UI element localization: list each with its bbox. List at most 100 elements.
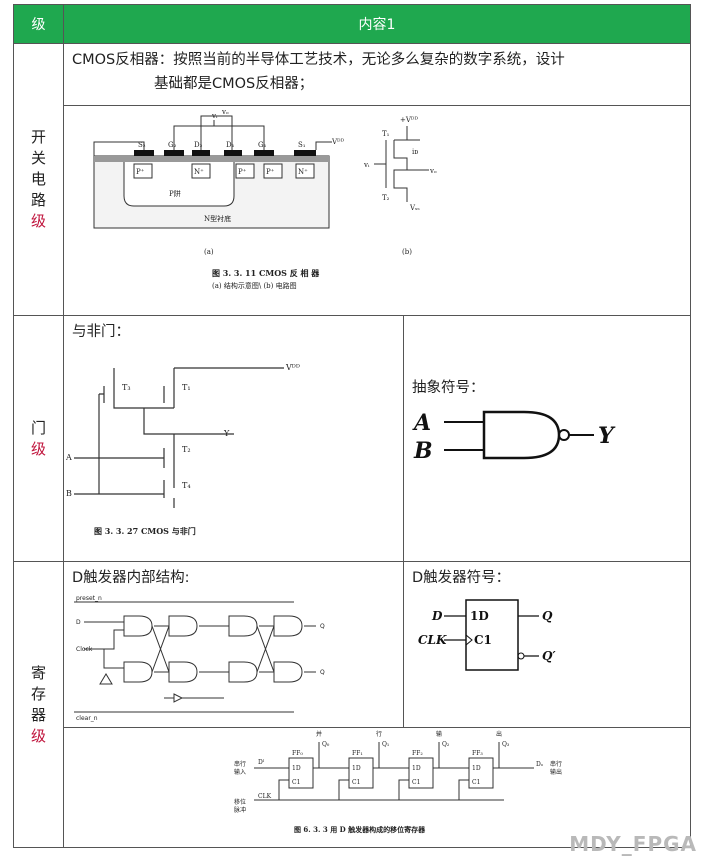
cmos-inverter-figure: P⁺ N⁺ P⁺ P⁺ N⁺ P阱 N型衬底 S₂ G₂ D₂ D₁ G₁ S₁ — [62, 105, 692, 316]
cmos-nand-diagram: Vᴰᴰ T₃ T₁ Y T₂ T₄ A B 图 3. 3. 27 CMOS 与非… — [65, 363, 300, 536]
dff-symbol: D CLK 1D C1 Q Q′ — [418, 599, 556, 671]
svg-text:preset_n: preset_n — [76, 595, 102, 602]
p-plus-region — [263, 163, 283, 179]
svg-text:D₂: D₂ — [194, 141, 203, 149]
svg-text:Q₁: Q₁ — [382, 741, 389, 748]
svg-text:G₁: G₁ — [258, 141, 267, 149]
svg-text:Dᴵ: Dᴵ — [258, 759, 265, 766]
svg-text:N型衬底: N型衬底 — [204, 214, 231, 223]
svg-text:vₒ: vₒ — [221, 108, 229, 116]
gate-row: 门 级 与非门： Vᴰᴰ T₃ T₁ Y T₂ T₄ A B — [13, 315, 692, 562]
svg-text:Q: Q — [542, 609, 553, 623]
svg-text:1D: 1D — [412, 765, 421, 772]
svg-text:A: A — [412, 410, 431, 436]
svg-text:移位: 移位 — [234, 798, 246, 806]
svg-text:输入: 输入 — [234, 768, 246, 776]
svg-text:1D: 1D — [470, 609, 489, 623]
svg-text:Q₃: Q₃ — [502, 741, 510, 748]
p-plus-region — [133, 163, 153, 179]
svg-text:串行: 串行 — [234, 760, 246, 768]
svg-text:1D: 1D — [352, 765, 361, 772]
svg-text:T₄: T₄ — [182, 481, 191, 490]
svg-text:Q₂: Q₂ — [442, 741, 450, 748]
svg-text:FF₂: FF₂ — [412, 750, 423, 757]
content-table: 级 内容1 开 关 电 路 级 CMOS反相器：按照当前的半导体工艺技术，无论多… — [13, 4, 692, 848]
svg-text:行: 行 — [376, 730, 382, 738]
level-gate: 门 级 — [13, 315, 64, 562]
svg-text:G₂: G₂ — [168, 141, 177, 149]
svg-text:CLK: CLK — [258, 793, 272, 800]
svg-text:C1: C1 — [474, 633, 492, 647]
svg-text:出: 出 — [496, 730, 502, 738]
svg-text:输出: 输出 — [550, 768, 562, 776]
svg-text:输: 输 — [436, 730, 442, 738]
svg-text:S₂: S₂ — [138, 141, 146, 149]
svg-text:C1: C1 — [472, 779, 480, 786]
svg-text:S₁: S₁ — [298, 141, 306, 149]
level-switch: 开 关 电 路 级 — [13, 43, 64, 316]
svg-text:串行: 串行 — [550, 760, 562, 768]
switch-figure-row: P⁺ N⁺ P⁺ P⁺ N⁺ P阱 N型衬底 S₂ G₂ D₂ D₁ G₁ S₁ — [14, 105, 692, 316]
svg-text:C1: C1 — [412, 779, 420, 786]
cmos-inverter-diagram: P⁺ N⁺ P⁺ P⁺ N⁺ P阱 N型衬底 S₂ G₂ D₂ D₁ G₁ S₁ — [93, 108, 437, 290]
svg-text:Clock: Clock — [76, 646, 93, 653]
svg-text:脉冲: 脉冲 — [234, 806, 246, 814]
nand-symbol-cell: 抽象符号： A B Y — [402, 315, 692, 562]
svg-text:P⁺: P⁺ — [238, 168, 247, 176]
svg-text:(a) 结构示意图\ (b) 电路图: (a) 结构示意图\ (b) 电路图 — [212, 281, 297, 290]
svg-text:C1: C1 — [292, 779, 300, 786]
svg-text:Dₒ: Dₒ — [536, 761, 544, 768]
svg-text:Vₛₛ: Vₛₛ — [409, 204, 420, 212]
svg-text:B: B — [413, 438, 433, 464]
p-plus-region — [235, 163, 255, 179]
dff-internal-diagram: preset_n D Clock Q Q clear_n — [74, 595, 325, 722]
n-plus-region — [295, 163, 315, 179]
svg-text:图 3. 3. 11 CMOS 反 相 器: 图 3. 3. 11 CMOS 反 相 器 — [212, 268, 320, 278]
svg-text:图 6. 3. 3 用 D 触发器构成的移位寄存器: 图 6. 3. 3 用 D 触发器构成的移位寄存器 — [294, 825, 426, 834]
header-content: 内容1 — [62, 4, 692, 44]
svg-text:P阱: P阱 — [169, 189, 181, 198]
svg-text:Q: Q — [320, 669, 325, 676]
svg-text:B: B — [66, 489, 72, 498]
symbol-title: 抽象符号： — [412, 380, 485, 396]
svg-text:T₂: T₂ — [382, 194, 390, 202]
svg-text:Q: Q — [320, 623, 325, 630]
register-row: 寄 存 器 级 D触发器内部结构: prese — [13, 561, 692, 848]
svg-text:Y: Y — [223, 429, 230, 438]
svg-text:D₁: D₁ — [226, 141, 235, 149]
svg-text:Q₀: Q₀ — [322, 741, 330, 748]
svg-text:vᵢ: vᵢ — [211, 112, 218, 120]
svg-text:T₁: T₁ — [182, 383, 191, 392]
n-plus-region — [191, 163, 211, 179]
switch-description: CMOS反相器：按照当前的半导体工艺技术，无论多么复杂的数字系统，设计 基础都是… — [62, 43, 692, 106]
svg-text:并: 并 — [316, 730, 322, 738]
watermark: MDY_FPGA — [569, 832, 697, 856]
svg-text:+Vᴰᴰ: +Vᴰᴰ — [400, 116, 418, 124]
svg-text:C1: C1 — [352, 779, 360, 786]
svg-text:P⁺: P⁺ — [266, 168, 275, 176]
header-level: 级 — [13, 4, 64, 44]
svg-text:A: A — [65, 453, 72, 462]
svg-text:FF₃: FF₃ — [472, 750, 483, 757]
svg-text:P⁺: P⁺ — [136, 168, 145, 176]
svg-text:N⁺: N⁺ — [194, 168, 204, 176]
svg-text:N⁺: N⁺ — [298, 168, 308, 176]
svg-text:Vᴰᴰ: Vᴰᴰ — [285, 363, 300, 372]
dff-structure-cell: D触发器内部结构: preset_n D Clock Q — [63, 561, 404, 728]
svg-text:T₁: T₁ — [382, 130, 390, 138]
oxide-layer — [94, 156, 329, 162]
svg-text:vᵢ: vᵢ — [363, 161, 370, 169]
shift-register-row: 并 行 输 出 Q₀ Q₁ Q₂ Q₃ FF₀ FF₁ FF₂ FF₃ 1D 1… — [14, 727, 692, 848]
svg-text:Q′: Q′ — [542, 649, 556, 663]
header-row: 级 内容1 — [13, 4, 692, 44]
switch-desc-row: 开 关 电 路 级 CMOS反相器：按照当前的半导体工艺技术，无论多么复杂的数字… — [13, 43, 692, 316]
nand-symbol: A B Y — [412, 410, 616, 464]
nand-gate-cell: 与非门： Vᴰᴰ T₃ T₁ Y T₂ T₄ A B 图 3. 3. 27 CM… — [63, 315, 404, 562]
svg-text:vₒ: vₒ — [429, 167, 437, 175]
svg-text:FF₀: FF₀ — [292, 750, 303, 757]
dff-symbol-title: D触发器符号： — [412, 570, 511, 586]
svg-text:T₃: T₃ — [122, 383, 131, 392]
svg-text:iᴅ: iᴅ — [412, 148, 418, 156]
dff-symbol-cell: D触发器符号： D CLK 1D C1 Q Q′ — [402, 561, 692, 728]
level-register: 寄 存 器 级 — [13, 561, 64, 848]
